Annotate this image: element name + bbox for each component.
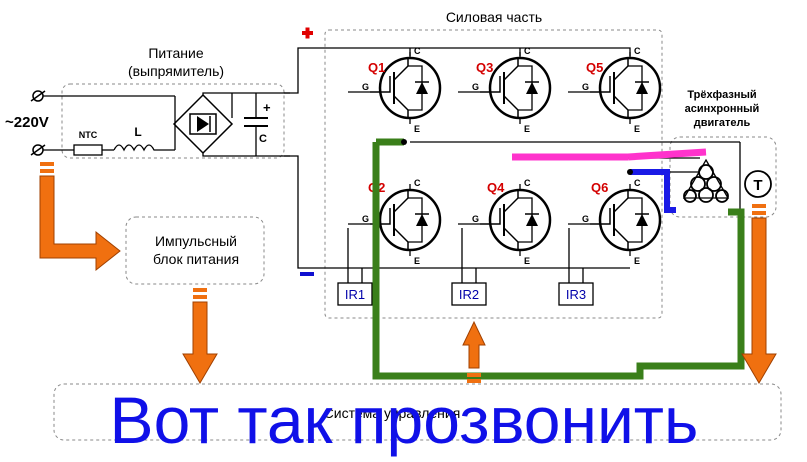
ir3-label: IR3 bbox=[566, 287, 586, 302]
gate-label: G bbox=[362, 214, 369, 224]
inductor-label: L bbox=[134, 125, 141, 139]
supply-box bbox=[61, 83, 285, 159]
supply-title-line2: (выпрямитель) bbox=[128, 63, 224, 79]
motor-line2: асинхронный bbox=[685, 103, 760, 115]
minus-marker bbox=[300, 272, 314, 276]
input-terminals bbox=[30, 90, 175, 156]
plus-rail bbox=[284, 47, 631, 94]
psu-box bbox=[125, 216, 265, 285]
bridge-rectifier bbox=[172, 92, 290, 157]
ntc-resistor bbox=[73, 144, 103, 156]
psu-line1: Импульсный bbox=[155, 233, 237, 249]
motor-line1: Трёхфазный bbox=[687, 89, 756, 101]
probe-green-line bbox=[372, 138, 745, 380]
minus-rail bbox=[284, 155, 630, 269]
caption-overlay: Вот так прозвонить bbox=[110, 383, 699, 457]
arrow-supply-to-psu bbox=[39, 162, 121, 272]
control-box bbox=[53, 383, 782, 441]
label-q5: Q5 bbox=[586, 60, 603, 75]
emitter-label: E bbox=[634, 124, 640, 134]
emitter-label: E bbox=[414, 124, 420, 134]
gate-label: G bbox=[362, 82, 369, 92]
ir3-sensor: IR3 bbox=[558, 282, 594, 306]
thermo-sensor-icon bbox=[744, 170, 772, 198]
inductor-coil bbox=[113, 144, 175, 152]
ir1-label: IR1 bbox=[345, 287, 365, 302]
ir1-sensor: IR1 bbox=[337, 282, 373, 306]
gate-label: G bbox=[582, 214, 589, 224]
capacitor-plus: + bbox=[263, 100, 271, 115]
plus-marker-v bbox=[305, 27, 310, 39]
ir2-sensor: IR2 bbox=[451, 282, 487, 306]
collector-label: C bbox=[634, 178, 641, 188]
power-section-title: Силовая часть bbox=[446, 9, 542, 25]
ac-tilde-voltage: ~220V bbox=[5, 114, 49, 131]
psu-line2: блок питания bbox=[153, 251, 239, 267]
thermo-symbol: T bbox=[753, 177, 762, 194]
emitter-label: E bbox=[524, 256, 530, 266]
igbt-q3: Q3G C E bbox=[458, 46, 552, 134]
capacitor-label: C bbox=[259, 133, 267, 145]
ntc-label: NTC bbox=[79, 130, 98, 140]
probe-magenta-line bbox=[512, 148, 707, 161]
igbt-q1: Q1G C E bbox=[348, 46, 442, 134]
ir2-label: IR2 bbox=[459, 287, 479, 302]
label-q4: Q4 bbox=[487, 180, 505, 195]
probe-blue-line bbox=[630, 169, 676, 213]
igbt-q4: Q4G C E bbox=[458, 178, 552, 266]
supply-title-line1: Питание bbox=[148, 45, 203, 61]
control-title: Система управления bbox=[324, 405, 461, 421]
arrow-thermo-to-control bbox=[741, 204, 777, 384]
arrow-psu-to-control bbox=[182, 288, 218, 384]
emitter-label: E bbox=[414, 256, 420, 266]
igbt-q6: Q6G C E bbox=[568, 178, 662, 266]
gate-label: G bbox=[582, 82, 589, 92]
collector-label: C bbox=[414, 46, 421, 56]
filter-capacitor bbox=[231, 93, 268, 156]
collector-label: C bbox=[524, 178, 531, 188]
label-q3: Q3 bbox=[476, 60, 493, 75]
gate-label: G bbox=[472, 82, 479, 92]
motor-line3: двигатель bbox=[694, 117, 751, 129]
gate-label: G bbox=[472, 214, 479, 224]
motor-windings bbox=[682, 142, 741, 210]
emitter-label: E bbox=[524, 124, 530, 134]
igbt-q5: Q5G C E bbox=[568, 46, 662, 134]
arrow-control-to-power bbox=[462, 320, 486, 383]
collector-label: C bbox=[414, 178, 421, 188]
collector-label: C bbox=[634, 46, 641, 56]
label-q1: Q1 bbox=[368, 60, 385, 75]
label-q6: Q6 bbox=[591, 180, 608, 195]
collector-label: C bbox=[524, 46, 531, 56]
emitter-label: E bbox=[634, 256, 640, 266]
